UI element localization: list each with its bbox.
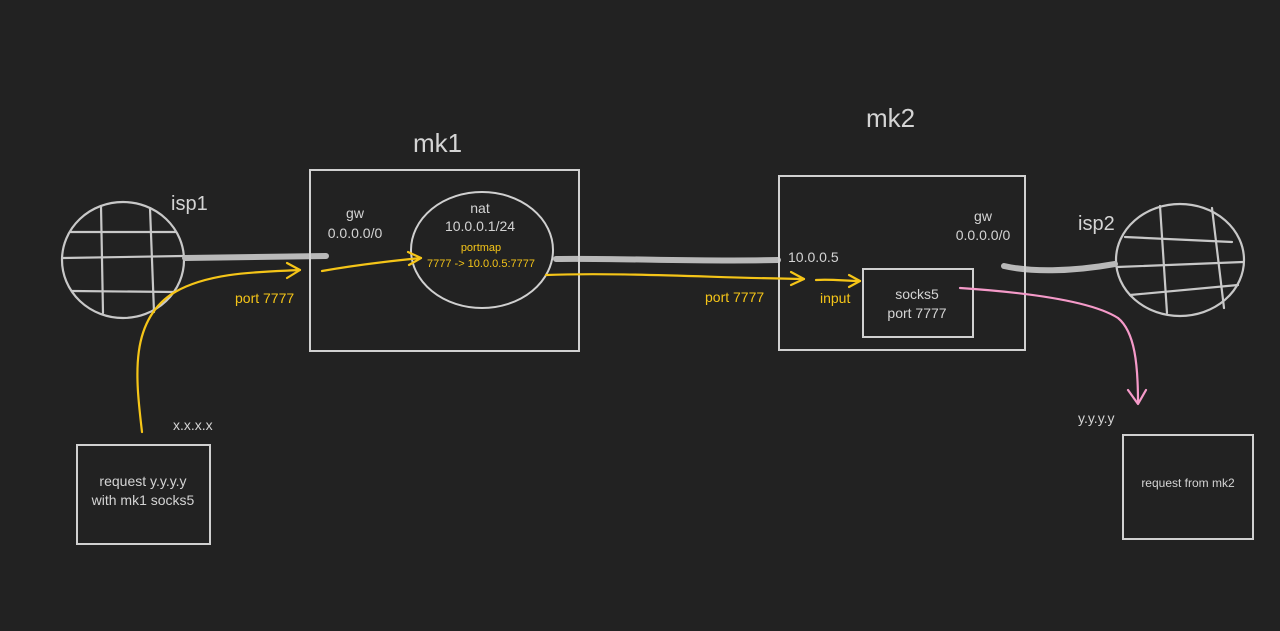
- mk2-to-isp2-wire: [1001, 261, 1118, 274]
- mk2-socks5-box: [862, 268, 974, 338]
- isp1-port-label: port 7777: [235, 290, 294, 306]
- isp2-label: isp2: [1078, 213, 1115, 235]
- mk2-socks5-label: socks5: [895, 286, 939, 302]
- client-request-box: [76, 444, 211, 545]
- isp2-globe-icon: [1114, 202, 1246, 318]
- mk1-portmap-label: portmap: [461, 242, 501, 254]
- mk1-portmap-rule: 7777 -> 10.0.0.5:7777: [427, 258, 535, 270]
- mk2-socks5-port: port 7777: [887, 305, 946, 321]
- exit-flow-arrow: [958, 286, 1148, 406]
- mk2-title: mk2: [866, 103, 915, 133]
- mk1-title: mk1: [413, 128, 462, 158]
- mk1-to-mk2-wire: [553, 255, 781, 264]
- mk2-port-label: port 7777: [705, 289, 764, 305]
- mk1-nat-circle: [410, 191, 554, 309]
- client-address: x.x.x.x: [173, 417, 213, 433]
- client-request-line2: with mk1 socks5: [91, 492, 195, 508]
- mk2-router-box: [778, 175, 1026, 351]
- request-flow-arrow: [136, 250, 862, 434]
- mk1-router-box: [309, 169, 580, 352]
- mk1-nat-subnet: 10.0.0.1/24: [445, 218, 515, 234]
- isp1-to-mk1-wire: [182, 253, 329, 261]
- client-request-line1: request y.y.y.y: [99, 473, 186, 489]
- target-request-box: [1122, 434, 1254, 540]
- mk2-gw-label: gw: [974, 208, 993, 224]
- target-request-label: request from mk2: [1141, 476, 1235, 490]
- isp1-globe-icon: [60, 200, 186, 320]
- mk2-gw-route: 0.0.0.0/0: [956, 227, 1011, 243]
- target-address: y.y.y.y: [1078, 410, 1115, 426]
- mk1-gw-label: gw: [346, 205, 365, 221]
- mk1-gw-route: 0.0.0.0/0: [328, 225, 383, 241]
- mk2-ip-label: 10.0.0.5: [788, 249, 839, 265]
- isp1-label: isp1: [171, 193, 208, 215]
- mk1-nat-label: nat: [470, 200, 490, 216]
- mk2-input-label: input: [820, 290, 850, 306]
